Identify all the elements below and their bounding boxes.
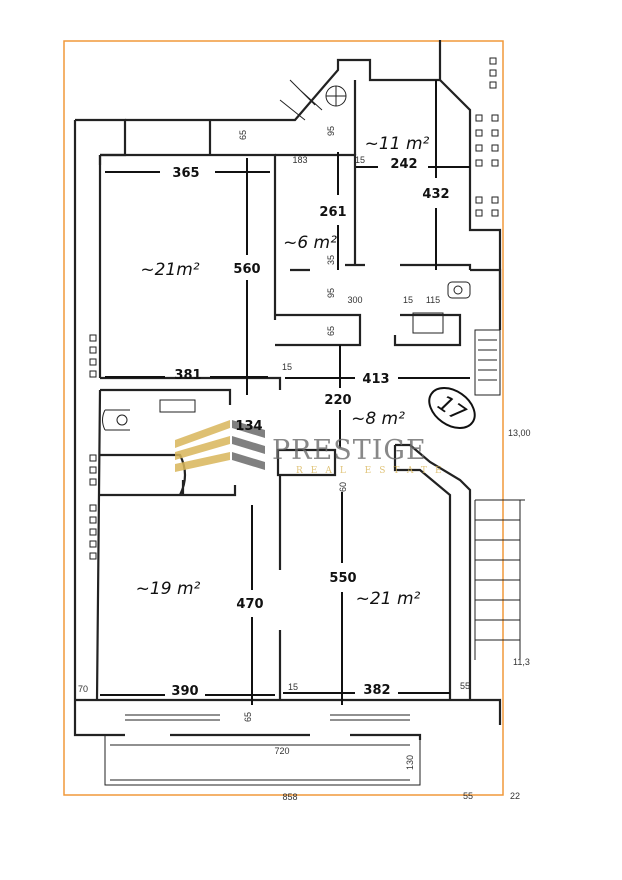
dim-22: 22 xyxy=(510,791,520,801)
dimension-lines xyxy=(100,80,470,705)
prestige-logo xyxy=(175,420,265,472)
dim-55: 55 xyxy=(463,791,473,801)
dim-15: 15 xyxy=(288,682,298,692)
dim-390: 390 xyxy=(171,684,198,699)
dim-858: 858 xyxy=(282,792,297,802)
ventilation-ducts xyxy=(89,57,499,560)
watermark-tagline: REAL ESTATE xyxy=(296,466,450,476)
dim-365: 365 xyxy=(172,166,199,181)
dim-432: 432 xyxy=(422,187,449,202)
dim-65: 65 xyxy=(326,326,336,336)
dim-560: 560 xyxy=(233,262,260,277)
unit-number-ellipse xyxy=(428,387,476,429)
dim-242: 242 xyxy=(390,157,417,172)
dim-413: 413 xyxy=(362,372,389,387)
dim-134: 134 xyxy=(235,419,262,434)
dim-300: 300 xyxy=(347,295,362,305)
dim-35: 35 xyxy=(326,255,336,265)
elevation-11-3: 11,3 xyxy=(513,657,530,667)
area-room-bottom-right: ~21 m² xyxy=(356,589,421,609)
dim-15: 15 xyxy=(403,295,413,305)
dim-65: 65 xyxy=(238,130,248,140)
dim-115: 115 xyxy=(426,295,440,305)
elevation-13-00: 13,00 xyxy=(508,428,531,438)
dim-15: 15 xyxy=(355,155,365,165)
dim-65: 65 xyxy=(243,712,253,722)
dim-60: 60 xyxy=(338,482,348,492)
dim-220: 220 xyxy=(324,393,351,408)
dim-550: 550 xyxy=(329,571,356,586)
dim-55: 55 xyxy=(460,681,470,691)
dim-720: 720 xyxy=(274,746,289,756)
dim-95: 95 xyxy=(326,288,336,298)
dim-95: 95 xyxy=(326,126,336,136)
dim-470: 470 xyxy=(236,597,263,612)
dim-183: 183 xyxy=(292,155,307,165)
dim-130: 130 xyxy=(405,755,415,770)
area-room-bottom-left: ~19 m² xyxy=(136,579,201,599)
dim-381: 381 xyxy=(174,368,201,383)
dim-15: 15 xyxy=(282,362,292,372)
unit-number: 17 xyxy=(433,391,470,428)
dim-382: 382 xyxy=(363,683,390,698)
area-hall: ~8 m² xyxy=(351,409,405,429)
frame-border xyxy=(63,40,504,796)
dim-261: 261 xyxy=(319,205,346,220)
area-room-top-left: ~21m² xyxy=(140,260,199,280)
area-small-room: ~6 m² xyxy=(283,233,337,253)
watermark-brand: PRESTIGE xyxy=(272,435,427,466)
area-kitchen: ~11 m² xyxy=(365,134,430,154)
dim-70: 70 xyxy=(78,684,88,694)
